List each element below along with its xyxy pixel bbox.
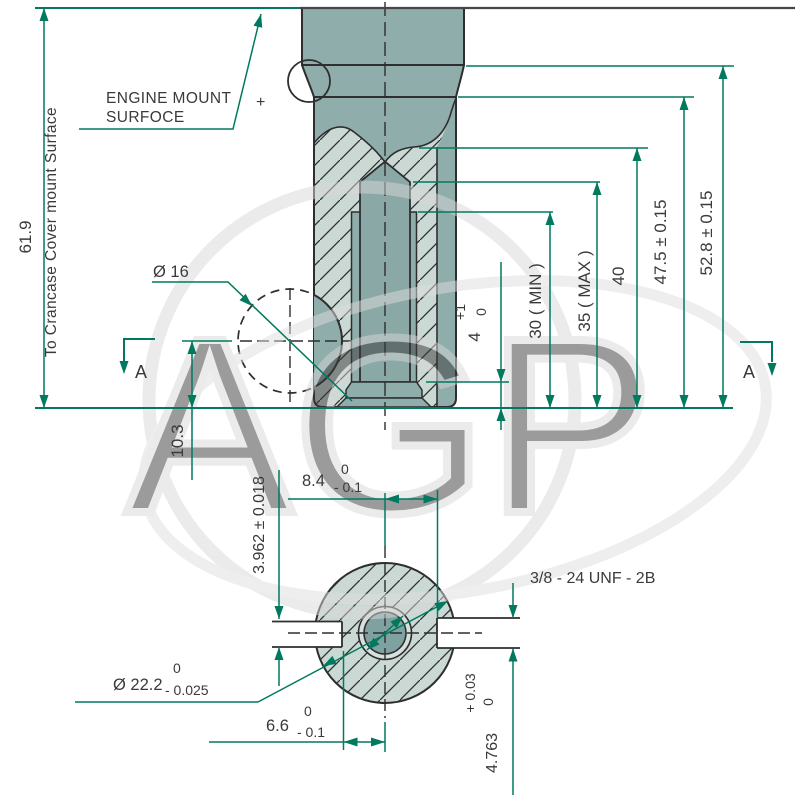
watermark-text: AGP bbox=[126, 286, 654, 565]
dim-3-962-text: 3.962 ± 0.018 bbox=[251, 476, 268, 574]
arrowhead bbox=[274, 647, 284, 660]
shaft-neck bbox=[302, 65, 464, 97]
section-label-right: A bbox=[743, 362, 755, 382]
annotation-texts: ENGINE MOUNT SURFOCE + 61.9 To Crancase … bbox=[16, 90, 755, 773]
crankcase-axis-label: To Crancase Cover mount Surface bbox=[43, 107, 60, 357]
dim-4-tol-top: +1 bbox=[452, 304, 468, 320]
section-marker-left bbox=[123, 338, 155, 361]
arrowhead bbox=[718, 66, 728, 79]
arrowhead bbox=[385, 494, 399, 504]
dim-30-text: 30 ( MIN ) bbox=[526, 263, 545, 339]
arrowhead bbox=[718, 395, 728, 408]
dia-22-2-text: Ø 22.2 bbox=[113, 676, 163, 694]
arrowhead-dia22-lower bbox=[323, 655, 337, 666]
arrowhead-dia16 bbox=[239, 293, 252, 306]
thread-spec-text: 3/8 - 24 UNF - 2B bbox=[530, 570, 655, 587]
arrowhead-section-right bbox=[767, 363, 777, 376]
keyway-slot-left bbox=[272, 621, 342, 647]
dim-4-tol-bottom: 0 bbox=[473, 308, 489, 316]
engine-mount-label-line2: SURFOCE bbox=[106, 109, 185, 126]
keyway-slot-right-edges bbox=[436, 617, 520, 649]
dim-61-9-text: 61.9 bbox=[16, 220, 35, 253]
arrowhead bbox=[274, 606, 284, 619]
dim-4-763-tol-bottom: 0 bbox=[480, 698, 496, 706]
arrowhead-section-left bbox=[119, 361, 129, 374]
dim-6-6-tol-top: 0 bbox=[304, 703, 312, 719]
right-wall-strip bbox=[437, 99, 456, 407]
arrowhead bbox=[545, 212, 555, 225]
arrowhead bbox=[632, 395, 642, 408]
engine-mount-leader bbox=[79, 13, 262, 130]
arrowhead bbox=[39, 395, 49, 408]
dim-6-6-tol-bottom: - 0.1 bbox=[297, 724, 325, 740]
dim-40-text: 40 bbox=[609, 267, 628, 286]
dim-8-4-tol-bottom: - 0.1 bbox=[334, 479, 362, 495]
arrowhead bbox=[592, 182, 602, 195]
dia-22-2-diagonal bbox=[257, 600, 449, 703]
arrowhead bbox=[343, 737, 358, 747]
arrowhead-engine-leader bbox=[253, 14, 263, 28]
dia16-leader bbox=[152, 281, 353, 402]
arrowhead-dia22-upper bbox=[434, 601, 448, 612]
main-section-view bbox=[237, 2, 465, 430]
arrowhead bbox=[187, 395, 197, 408]
arrowhead bbox=[508, 648, 518, 662]
dim-52-8-text: 52.8 ± 0.15 bbox=[697, 191, 716, 276]
arrowhead bbox=[371, 737, 385, 747]
dia16-text: Ø 16 bbox=[153, 263, 189, 281]
dim-4-763-text: 4.763 bbox=[484, 733, 501, 773]
section-break-curve bbox=[313, 97, 457, 164]
watermark-swoosh bbox=[138, 275, 772, 605]
arrowhead bbox=[39, 8, 49, 21]
arrowhead bbox=[679, 395, 689, 408]
arrowhead bbox=[187, 341, 197, 354]
keyway-slot-left-edges bbox=[272, 620, 343, 648]
arrowhead bbox=[679, 97, 689, 110]
dim-8-4-text: 8.4 bbox=[302, 472, 325, 490]
arrowhead bbox=[496, 408, 506, 421]
watermark: AGP bbox=[122, 180, 772, 620]
section-marker-right bbox=[740, 341, 773, 362]
dia-22-2-tol-top: 0 bbox=[173, 660, 181, 676]
section-label-left: A bbox=[135, 362, 147, 382]
datum-lines bbox=[35, 6, 795, 409]
arrowhead bbox=[592, 395, 602, 408]
dia-22-2-tol-bottom: - 0.025 bbox=[165, 682, 209, 698]
shaft-neck-edges bbox=[301, 64, 465, 98]
dim-8-4-tol-top: 0 bbox=[341, 461, 349, 477]
dim-6-6-text: 6.6 bbox=[266, 717, 289, 735]
arrowhead-thread-upper bbox=[390, 616, 403, 629]
dim-47-5-text: 47.5 ± 0.15 bbox=[651, 200, 670, 285]
main-dimension-lines bbox=[43, 8, 773, 480]
arrowheads bbox=[39, 8, 777, 747]
neck-detail-circle bbox=[287, 59, 331, 103]
dim-35-text: 35 ( MAX ) bbox=[575, 250, 594, 331]
plus-marker: + bbox=[256, 94, 265, 111]
dim-4-text: 4 bbox=[465, 332, 484, 341]
dim-10-3-text: 10.3 bbox=[168, 424, 187, 457]
arrowhead bbox=[508, 605, 518, 618]
dim-4-763-tol-top: + 0.03 bbox=[462, 673, 478, 713]
shaft-collar bbox=[301, 7, 465, 66]
arrowhead bbox=[496, 369, 506, 382]
arrowhead bbox=[545, 395, 555, 408]
engine-mount-label-line1: ENGINE MOUNT bbox=[106, 90, 231, 107]
arrowhead-thread-lower bbox=[367, 637, 380, 650]
arrowhead bbox=[423, 494, 438, 504]
arrowhead bbox=[632, 148, 642, 161]
watermark-ring bbox=[142, 180, 582, 620]
